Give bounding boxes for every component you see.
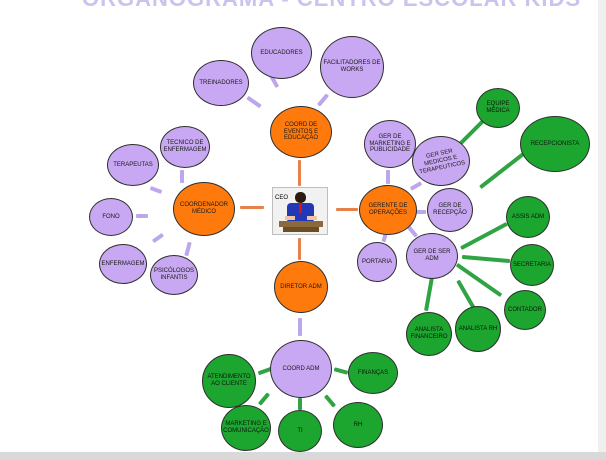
connector bbox=[316, 93, 330, 107]
connector bbox=[416, 210, 426, 214]
node-enfermagem: ENFERMAGEM bbox=[99, 244, 147, 284]
node-portaria: PORTARIA bbox=[357, 242, 397, 282]
connector bbox=[298, 398, 302, 410]
ceo-label: CEO bbox=[275, 195, 289, 201]
connector bbox=[409, 181, 423, 191]
node-coord-adm: COORD ADM bbox=[270, 340, 332, 398]
node-psicologos: PSICÓLOGOS INFANTIS bbox=[150, 255, 198, 295]
connector bbox=[336, 208, 358, 211]
connector bbox=[240, 206, 264, 209]
node-treinadores: TREINADORES bbox=[193, 60, 249, 106]
node-coordenador-medico: COORDENADOR MÉDICO bbox=[173, 182, 235, 236]
node-ger-ser-adm: GER DE SER ADM bbox=[406, 233, 458, 279]
node-ti: TI bbox=[278, 410, 322, 452]
node-marketing-com: MARKETING E COMUNICAÇÃO bbox=[221, 405, 271, 451]
connector bbox=[149, 186, 163, 194]
connector bbox=[136, 214, 148, 218]
connector bbox=[151, 232, 165, 244]
node-analista-rh: ANALISTA RH bbox=[455, 306, 501, 352]
node-fono: FONO bbox=[89, 198, 133, 236]
node-coord-eventos: COORD DE EVENTOS E EDUCAÇÃO bbox=[270, 106, 332, 158]
chart-title: ORGANOGRAMA - CENTRO ESCOLAR KIDS bbox=[82, 0, 581, 12]
connector bbox=[298, 160, 301, 186]
node-secretaria: SECRETARIA bbox=[510, 244, 554, 286]
connector bbox=[246, 95, 262, 109]
ceo-box: CEO bbox=[272, 187, 328, 235]
node-terapeutas: TERAPEUTAS bbox=[107, 144, 159, 186]
node-recepcionista: RECEPCIONISTA bbox=[520, 116, 590, 172]
connector bbox=[460, 222, 508, 250]
connector bbox=[479, 148, 529, 190]
node-facilitadores: FACILITADORES DE WORKS bbox=[320, 36, 384, 98]
connector bbox=[323, 394, 337, 408]
node-equipe-medica: EQUIPE MÉDICA bbox=[476, 88, 520, 128]
ger-ser-medicos-label: GER SER MEDICOS E TERAPEUTICOS bbox=[418, 148, 466, 176]
ceo-figure-icon bbox=[279, 192, 323, 232]
node-assis-adm: ASSIS ADM bbox=[506, 196, 550, 238]
node-ger-marketing: GER DE MARKETING E PUBLICIDADE bbox=[364, 120, 416, 168]
node-rh: RH bbox=[333, 402, 383, 448]
node-analista-financeiro: ANALISTA FINANCEIRO bbox=[406, 312, 452, 356]
node-ger-ser-medicos: GER SER MEDICOS E TERAPEUTICOS bbox=[412, 136, 470, 186]
node-financas: FINANÇAS bbox=[348, 352, 398, 394]
connector bbox=[298, 238, 301, 260]
node-educadores: EDUCADORES bbox=[251, 27, 312, 79]
node-ger-recepcao: GER DE RECEPÇÃO bbox=[427, 188, 473, 232]
connector bbox=[458, 118, 486, 146]
connector bbox=[180, 170, 184, 183]
connector bbox=[184, 241, 192, 257]
connector bbox=[298, 318, 302, 336]
node-atendimento: ATENDIMENTO AO CLIENTE bbox=[202, 354, 256, 408]
node-contador: CONTADOR bbox=[504, 290, 546, 330]
page-edge-right bbox=[598, 0, 606, 452]
page-edge-bottom bbox=[0, 452, 606, 460]
connector bbox=[257, 392, 271, 406]
connector bbox=[461, 254, 511, 264]
connector bbox=[386, 170, 390, 184]
node-diretor-adm: DIRETOR ADM bbox=[274, 261, 328, 313]
connector bbox=[333, 367, 349, 375]
connector bbox=[424, 276, 434, 312]
node-gerente-operacoes: GERENTE DE OPERAÇÕES bbox=[359, 185, 417, 235]
node-tecnico-enfermagem: TECNICO DE ENFERMAGEM bbox=[160, 126, 210, 168]
